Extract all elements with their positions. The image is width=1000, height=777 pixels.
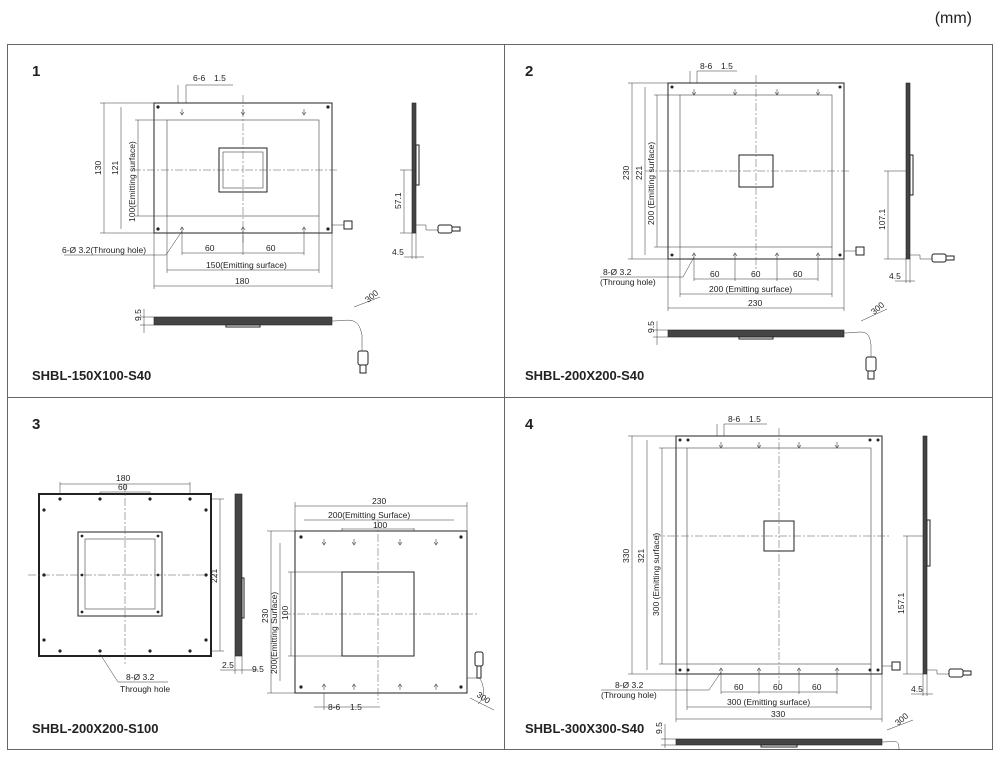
panel-number: 2	[525, 63, 534, 80]
drawing-grid: 1 SHBL-150X100-S40 6-6 1.5 130 121	[7, 44, 994, 751]
dim-pitch-a: 60	[734, 682, 744, 692]
dim-bottom-thickness: 9.5	[133, 309, 143, 321]
dim-through-hole: 8-Ø 3.2	[615, 680, 644, 690]
dim-side-height: 57.1	[393, 192, 403, 209]
panel-4: 4 SHBL-300X300-S40 8-6 1.5 330 321 300 (…	[505, 398, 994, 751]
dim-front-width: 180	[116, 473, 130, 483]
dim-side-thickness: 4.5	[392, 247, 404, 257]
model-name: SHBL-300X300-S40	[525, 721, 645, 736]
dim-bottom-thickness: 9.5	[646, 321, 656, 333]
back-plate	[294, 530, 468, 694]
dim-top-holes-depth: 1.5	[721, 61, 733, 71]
model-name: SHBL-150X100-S40	[32, 368, 152, 383]
dim-cable: 300	[893, 711, 911, 728]
dim-back-emit-height: 200(Emitting Surface)	[269, 592, 279, 674]
dim-back-holes-depth: 1.5	[350, 702, 362, 712]
dim-front-pitch: 60	[118, 482, 128, 492]
panel-number: 3	[32, 416, 41, 433]
dim-through-hole-note: (Throung hole)	[600, 277, 656, 287]
dim-height-inner: 321	[636, 549, 646, 563]
dim-top-holes-depth: 1.5	[749, 414, 761, 424]
dim-side-thickness: 4.5	[889, 271, 901, 281]
dim-emit-width: 150(Emitting surface)	[206, 260, 287, 270]
bottom-view	[675, 738, 883, 746]
unit-label: (mm)	[934, 10, 972, 27]
dim-pitch-b: 60	[773, 682, 783, 692]
dim-width: 230	[748, 298, 762, 308]
drawing-4: 8-6 1.5 330 321 300 (Emitting surface) 6…	[601, 414, 972, 751]
dim-back-emit-width: 200(Emitting Surface)	[328, 510, 410, 520]
dim-side-b: 9.5	[252, 664, 264, 674]
dim-pitch-a: 60	[205, 243, 215, 253]
panel-number: 1	[32, 63, 41, 80]
drawing-2: 8-6 1.5 230 221 200 (Emitting surface) 6…	[600, 61, 955, 380]
dim-cable: 300	[363, 288, 381, 305]
panel-3: 3 SHBL-200X200-S100 180 60 221 8-Ø	[8, 398, 504, 750]
dim-emit-height: 300 (Emitting surface)	[651, 533, 661, 616]
drawing-1: 6-6 1.5 130 121 100(Emitting surface) 60…	[62, 73, 461, 374]
dim-height: 230	[621, 166, 631, 180]
dim-through-hole-note: (Throung hole)	[601, 690, 657, 700]
dim-width: 330	[771, 709, 785, 719]
dim-back-window: 100	[373, 520, 387, 530]
drawing-3: 180 60 221 8-Ø 3.2 Through hole 2.5 9.5	[28, 473, 495, 712]
bottom-view	[153, 316, 333, 326]
dim-top-holes: 6-6	[193, 73, 206, 83]
dim-through-hole: 6-Ø 3.2(Throung hole)	[62, 245, 146, 255]
dim-through-hole: 8-Ø 3.2	[126, 672, 155, 682]
dim-side-thickness: 4.5	[911, 684, 923, 694]
dim-through-hole-note: Through hole	[120, 684, 170, 694]
dim-width: 180	[235, 276, 249, 286]
dim-pitch-b: 60	[266, 243, 276, 253]
dim-front-height: 221	[209, 569, 219, 583]
dim-through-hole: 8-Ø 3.2	[603, 267, 632, 277]
front-window	[77, 531, 163, 617]
dim-side-height: 157.1	[896, 592, 906, 614]
dim-back-window-height: 100	[280, 606, 290, 620]
dim-pitch-c: 60	[812, 682, 822, 692]
bottom-view	[667, 329, 845, 338]
dim-pitch-a: 60	[710, 269, 720, 279]
dim-emit-height: 200 (Emitting surface)	[646, 142, 656, 225]
dim-back-holes: 8-6	[328, 702, 341, 712]
dim-height-inner: 221	[634, 166, 644, 180]
dim-back-height: 230	[260, 609, 270, 623]
dim-emit-height: 100(Emitting surface)	[127, 141, 137, 222]
dim-cable: 300	[869, 300, 887, 317]
panel-2: 2 SHBL-200X200-S40 8-6 1.5 230 221 200 (…	[505, 45, 994, 397]
dim-emit-width: 200 (Emitting surface)	[709, 284, 792, 294]
panel-number: 4	[525, 416, 534, 433]
model-name: SHBL-200X200-S40	[525, 368, 645, 383]
dim-top-holes: 8-6	[700, 61, 713, 71]
dim-cable: 300	[475, 689, 493, 705]
dim-top-holes-depth: 1.5	[214, 73, 226, 83]
model-name: SHBL-200X200-S100	[32, 721, 159, 736]
side-view	[905, 82, 911, 260]
grid-divider-horizontal	[8, 397, 992, 399]
dim-height-inner: 121	[110, 161, 120, 175]
dim-back-width: 230	[372, 496, 386, 506]
panel-1: 1 SHBL-150X100-S40 6-6 1.5 130 121	[8, 45, 504, 397]
dim-height: 130	[93, 161, 103, 175]
side-view	[922, 435, 928, 675]
dim-height: 330	[621, 549, 631, 563]
dim-bottom-thickness: 9.5	[654, 722, 664, 734]
side-view	[411, 102, 417, 234]
dim-side-height: 107.1	[877, 208, 887, 230]
dim-side-a: 2.5	[222, 660, 234, 670]
dim-emit-width: 300 (Emitting surface)	[727, 697, 810, 707]
dim-pitch-b: 60	[751, 269, 761, 279]
dim-pitch-c: 60	[793, 269, 803, 279]
side-view	[234, 493, 243, 657]
dim-top-holes: 8-6	[728, 414, 741, 424]
